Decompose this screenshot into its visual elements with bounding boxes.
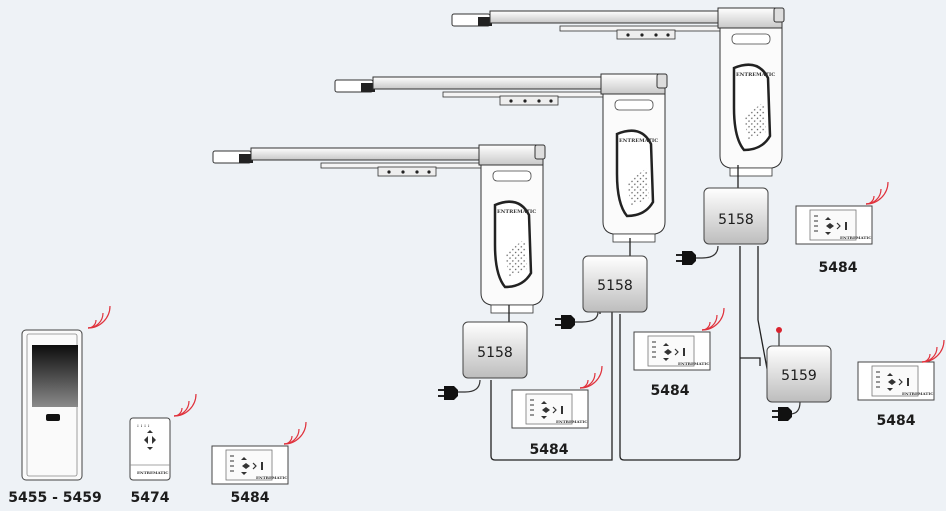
power-plug-2 xyxy=(555,315,575,329)
wall-switch-left xyxy=(211,445,289,485)
remote-display xyxy=(32,345,78,407)
wiring xyxy=(490,165,769,461)
receiver-label: 5159 xyxy=(781,368,817,384)
controller-3-label: 5158 xyxy=(718,212,754,228)
power-plug-3 xyxy=(676,251,696,265)
controller-3: 5158 xyxy=(703,187,769,245)
radio-wave-icon xyxy=(921,339,945,363)
wall-switch-left-label: 5484 xyxy=(231,490,270,506)
controller-2-label: 5158 xyxy=(597,278,633,294)
controller-1-label: 5158 xyxy=(477,345,513,361)
wall-switch-ctrl3-label: 5484 xyxy=(819,260,858,276)
radio-wave-icon xyxy=(173,393,197,417)
power-plug-receiver xyxy=(772,407,792,421)
remote-key: : : : : ENTREMATIC xyxy=(129,417,171,481)
radio-wave-icon xyxy=(87,305,111,329)
antenna-tip-icon xyxy=(776,327,782,333)
wall-switch-ctrl2-label: 5484 xyxy=(651,383,690,399)
wall-switch-right xyxy=(857,361,935,401)
radio-wave-icon xyxy=(579,365,603,389)
remote-key-label: 5474 xyxy=(131,490,170,506)
radio-wave-icon xyxy=(865,181,889,205)
wall-switch-ctrl2 xyxy=(633,331,711,371)
power-plug-1 xyxy=(438,386,458,400)
remote-handheld xyxy=(21,329,83,481)
svg-text:ENTREMATIC: ENTREMATIC xyxy=(137,470,168,475)
door-operator-1 xyxy=(211,143,547,315)
radio-wave-icon xyxy=(701,307,725,331)
wall-switch-ctrl1 xyxy=(511,389,589,429)
controller-1: 5158 xyxy=(462,321,528,379)
radio-wave-icon xyxy=(283,421,307,445)
svg-text:: : : :: : : : : xyxy=(137,423,150,429)
receiver-5159: 5159 xyxy=(766,327,832,403)
remote-button xyxy=(46,414,60,421)
wall-switch-right-label: 5484 xyxy=(877,413,916,429)
controller-2: 5158 xyxy=(582,255,648,313)
remote-handheld-label: 5455 - 5459 xyxy=(8,490,102,506)
wall-switch-ctrl1-label: 5484 xyxy=(530,442,569,458)
wall-switch-ctrl3 xyxy=(795,205,873,245)
